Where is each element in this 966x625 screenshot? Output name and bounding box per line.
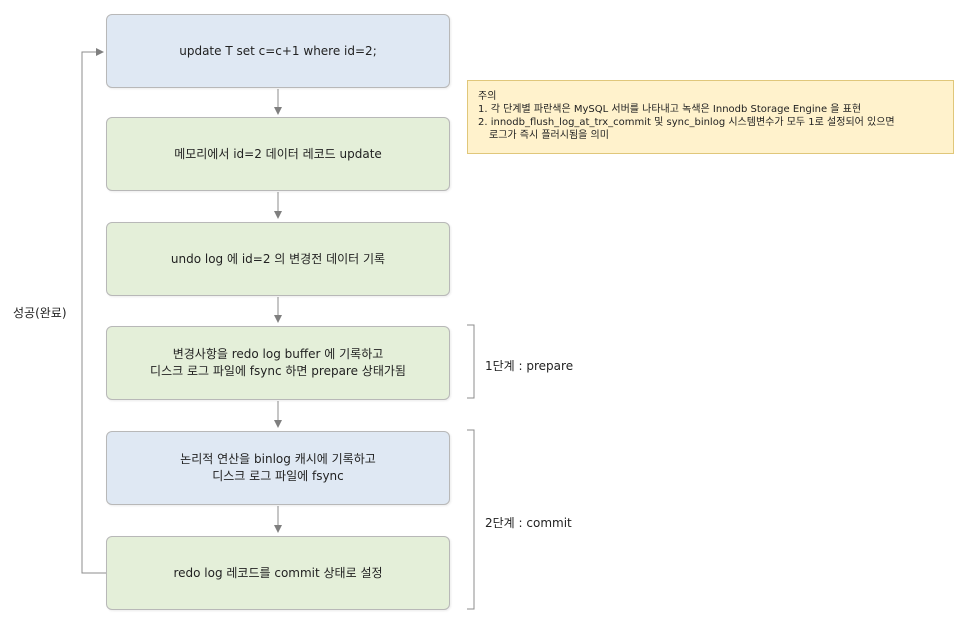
step-update-statement: update T set c=c+1 where id=2;: [106, 14, 450, 88]
loop-back-connector: [81, 48, 106, 574]
step-5-line-1: 논리적 연산을 binlog 캐시에 기록하고: [180, 452, 376, 466]
phase2-label: 2단계 : commit: [485, 516, 572, 530]
note-item-2-line-2: 로그가 즉시 플러시됨을 의미: [489, 130, 609, 141]
step-memory-update: 메모리에서 id=2 데이터 레코드 update: [106, 117, 450, 191]
loop-label: 성공(완료): [13, 306, 67, 320]
step-2-text: 메모리에서 id=2 데이터 레코드 update: [174, 146, 382, 161]
step-1-text: update T set c=c+1 where id=2;: [179, 43, 377, 58]
step-4-line-2: 디스크 로그 파일에 fsync 하면 prepare 상태가됨: [150, 364, 406, 378]
step-6-text: redo log 레코드를 commit 상태로 설정: [173, 565, 383, 580]
step-binlog-fsync: 논리적 연산을 binlog 캐시에 기록하고 디스크 로그 파일에 fsync: [106, 431, 450, 505]
step-3-text: undo log 에 id=2 의 변경전 데이터 기록: [170, 251, 386, 266]
note-item-1: 1. 각 단계별 파란색은 MySQL 서버를 나타내고 녹색은 Innodb …: [478, 104, 862, 115]
phase2-bracket: [467, 429, 475, 610]
note-box: 주의 1. 각 단계별 파란색은 MySQL 서버를 나타내고 녹색은 Inno…: [467, 80, 954, 154]
note-item-2-line-1: 2. innodb_flush_log_at_trx_commit 및 sync…: [478, 117, 895, 128]
phase1-bracket: [467, 324, 475, 399]
step-4-line-1: 변경사항을 redo log buffer 에 기록하고: [172, 347, 384, 361]
note-title: 주의: [478, 91, 497, 102]
step-undo-log: undo log 에 id=2 의 변경전 데이터 기록: [106, 222, 450, 296]
step-5-line-2: 디스크 로그 파일에 fsync: [212, 469, 344, 483]
step-redo-log-prepare: 변경사항을 redo log buffer 에 기록하고 디스크 로그 파일에 …: [106, 326, 450, 400]
phase1-label: 1단계 : prepare: [485, 359, 574, 373]
step-redo-log-commit: redo log 레코드를 commit 상태로 설정: [106, 536, 450, 610]
